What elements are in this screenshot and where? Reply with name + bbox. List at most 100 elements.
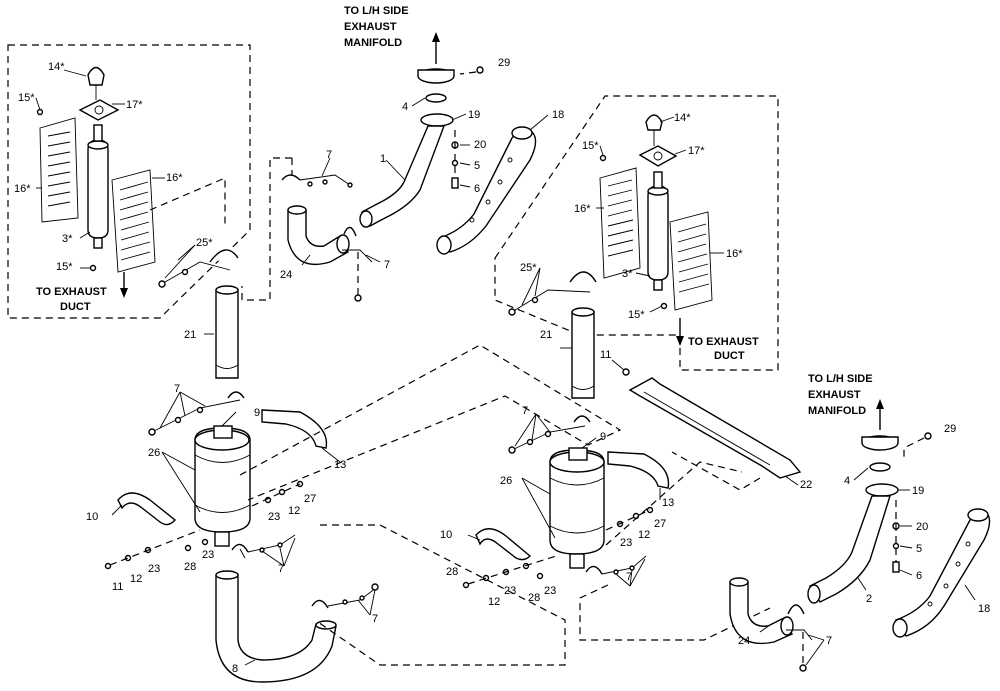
callout-20: 20 bbox=[916, 521, 928, 533]
caption-duct-right-line1: TO EXHAUST bbox=[688, 336, 759, 348]
callout-24: 24 bbox=[280, 269, 292, 281]
callout-17: 17* bbox=[688, 145, 705, 157]
right-lower-muffler-assembly bbox=[462, 307, 802, 589]
callout-11: 11 bbox=[112, 581, 123, 593]
callout-22: 22 bbox=[800, 479, 812, 491]
caption-top-line2: EXHAUST bbox=[344, 21, 397, 33]
callout-27: 27 bbox=[304, 493, 316, 505]
callout-25: 25* bbox=[520, 262, 537, 274]
callout-14: 14* bbox=[48, 61, 65, 73]
right-detail-box bbox=[494, 95, 779, 371]
callout-labels: 14* 15* 17* 16* 16* 3* 25* 15* 29 4 19 1… bbox=[14, 57, 990, 675]
callout-4: 4 bbox=[402, 101, 408, 113]
callout-11: 11 bbox=[600, 349, 611, 361]
caption-right-line1: TO L/H SIDE bbox=[808, 373, 873, 385]
callout-20: 20 bbox=[474, 139, 486, 151]
callout-23: 23 bbox=[268, 511, 280, 523]
left-detail-muffler-assembly bbox=[36, 66, 239, 298]
caption-duct-left-line2: DUCT bbox=[60, 301, 91, 313]
callout-7: 7 bbox=[174, 383, 180, 395]
callout-6: 6 bbox=[474, 183, 480, 195]
callout-21: 21 bbox=[184, 329, 196, 341]
callout-1: 1 bbox=[380, 153, 386, 165]
caption-to-lh-manifold-top: TO L/H SIDE EXHAUST MANIFOLD bbox=[344, 5, 409, 49]
callout-25: 25* bbox=[196, 237, 213, 249]
callout-18: 18 bbox=[978, 603, 990, 615]
callout-23: 23 bbox=[544, 585, 556, 597]
callout-7: 7 bbox=[522, 405, 528, 417]
callout-8: 8 bbox=[232, 663, 238, 675]
callout-16: 16* bbox=[166, 172, 183, 184]
callout-9: 9 bbox=[254, 407, 260, 419]
callout-3: 3* bbox=[622, 268, 633, 280]
callout-23: 23 bbox=[148, 563, 160, 575]
caption-duct-left-line1: TO EXHAUST bbox=[36, 286, 107, 298]
right-detail-muffler-assembly bbox=[508, 114, 713, 346]
top-center-leaders bbox=[301, 97, 549, 266]
callout-9: 9 bbox=[600, 431, 606, 443]
callout-19: 19 bbox=[468, 109, 480, 121]
callout-15: 15* bbox=[56, 261, 73, 273]
far-right-leaders bbox=[759, 467, 976, 666]
far-right-pipes bbox=[729, 399, 991, 672]
callout-27: 27 bbox=[654, 518, 666, 530]
callout-7: 7 bbox=[826, 635, 832, 647]
callout-29: 29 bbox=[498, 57, 510, 69]
callout-7: 7 bbox=[626, 571, 632, 583]
callout-24: 24 bbox=[738, 635, 750, 647]
left-lower-dashed-outline bbox=[239, 344, 622, 666]
caption-top-line1: TO L/H SIDE bbox=[344, 5, 409, 17]
left-detail-leaders bbox=[35, 69, 196, 279]
callout-10: 10 bbox=[440, 529, 452, 541]
callout-16: 16* bbox=[726, 248, 743, 260]
callout-12: 12 bbox=[488, 596, 500, 608]
callout-7: 7 bbox=[384, 259, 390, 271]
callout-18: 18 bbox=[552, 109, 564, 121]
callout-23: 23 bbox=[504, 585, 516, 597]
callout-15: 15* bbox=[628, 309, 645, 321]
caption-to-lh-manifold-right: TO L/H SIDE EXHAUST MANIFOLD bbox=[808, 373, 873, 417]
callout-12: 12 bbox=[638, 529, 650, 541]
callout-15: 15* bbox=[18, 92, 35, 104]
callout-23: 23 bbox=[620, 537, 632, 549]
callout-28: 28 bbox=[446, 566, 458, 578]
top-center-pipes bbox=[241, 32, 537, 302]
callout-21: 21 bbox=[540, 329, 552, 341]
caption-to-exhaust-duct-right: TO EXHAUST DUCT bbox=[688, 336, 759, 362]
callout-6: 6 bbox=[916, 570, 922, 582]
callout-26: 26 bbox=[500, 475, 512, 487]
callout-13: 13 bbox=[334, 459, 346, 471]
callout-26: 26 bbox=[148, 447, 160, 459]
callout-2: 2 bbox=[866, 593, 872, 605]
callout-3: 3* bbox=[62, 233, 73, 245]
right-lower-leaders bbox=[467, 347, 799, 587]
right-detail-leaders bbox=[521, 116, 724, 313]
left-detail-box bbox=[7, 44, 251, 319]
callout-7: 7 bbox=[372, 613, 378, 625]
callout-12: 12 bbox=[288, 505, 300, 517]
callout-15: 15* bbox=[582, 140, 599, 152]
callout-29: 29 bbox=[944, 423, 956, 435]
callout-13: 13 bbox=[662, 497, 674, 509]
callout-16: 16* bbox=[574, 203, 591, 215]
callout-4: 4 bbox=[844, 475, 850, 487]
left-lower-leaders bbox=[111, 333, 376, 666]
callout-7: 7 bbox=[278, 563, 284, 575]
caption-right-line3: MANIFOLD bbox=[808, 405, 866, 417]
right-lower-dashed-outline bbox=[579, 461, 771, 641]
caption-right-line2: EXHAUST bbox=[808, 389, 861, 401]
callout-19: 19 bbox=[912, 485, 924, 497]
callout-17: 17* bbox=[126, 99, 143, 111]
callout-28: 28 bbox=[528, 592, 540, 604]
callout-10: 10 bbox=[86, 511, 98, 523]
callout-14: 14* bbox=[674, 112, 691, 124]
left-lower-muffler-assembly bbox=[104, 285, 379, 683]
callout-23: 23 bbox=[202, 549, 214, 561]
caption-duct-right-line2: DUCT bbox=[714, 350, 745, 362]
caption-to-exhaust-duct-left: TO EXHAUST DUCT bbox=[36, 286, 107, 313]
callout-5: 5 bbox=[474, 160, 480, 172]
callout-28: 28 bbox=[184, 561, 196, 573]
callout-5: 5 bbox=[916, 543, 922, 555]
